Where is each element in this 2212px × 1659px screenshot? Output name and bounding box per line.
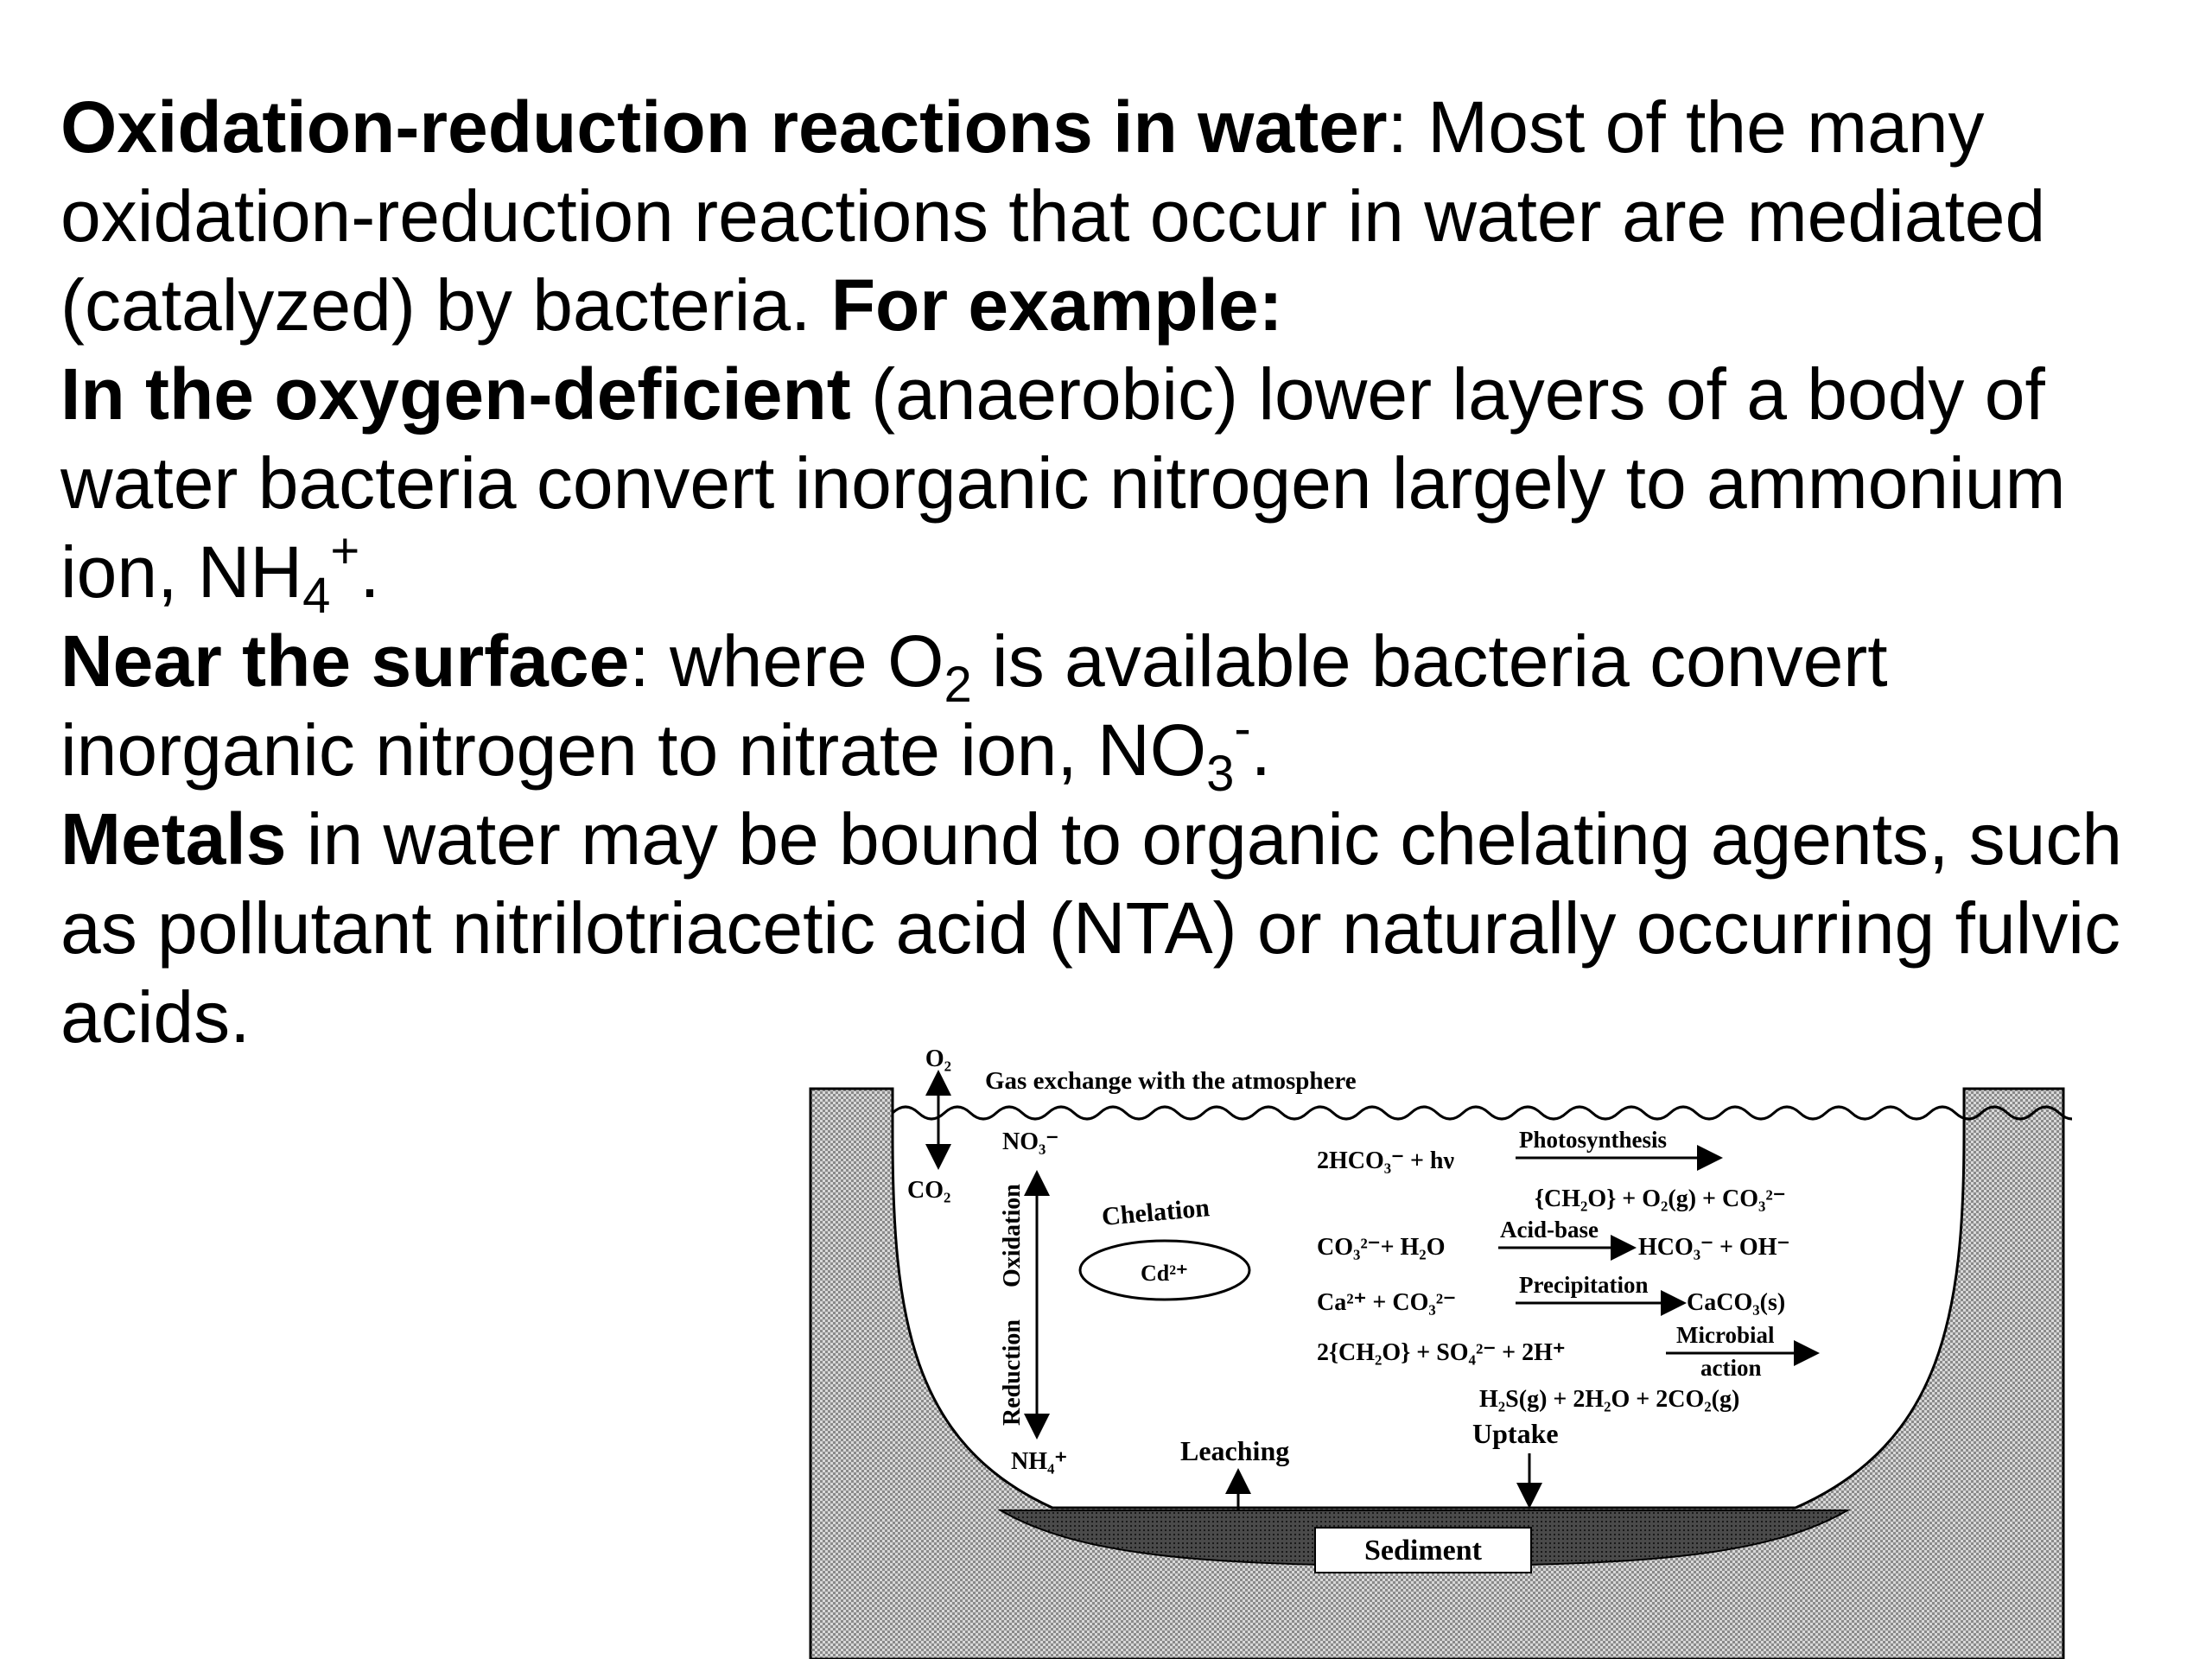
co2-label: CO₂ [907,1177,950,1204]
no3-label: NO₃⁻ [1002,1128,1058,1155]
sediment-label-box [1314,1527,1532,1573]
slide-text: Oxidation-reduction reactions in water: … [60,83,2186,1062]
eq2-label: Acid-base [1500,1217,1599,1243]
water-surface-wave [891,1105,2072,1121]
eq1-left: 2HCO₃⁻ + hν [1317,1147,1454,1174]
eq4-label-2: action [1700,1355,1762,1381]
heading-near-surface: Near the surface [60,620,630,702]
paragraph-redox: Oxidation-reduction reactions in water: … [60,83,2186,350]
chelation-cycle [1078,1239,1251,1301]
paragraph-surface: Near the surface: where O2 is available … [60,617,2186,799]
eq3-right: CaCO₃(s) [1687,1289,1785,1316]
metals-text: in water may be bound to organic chelati… [60,798,2123,1058]
water-body-diagram: Sediment O₂ Gas exchange with the atmosp… [809,1046,2072,1659]
eq3-label: Precipitation [1519,1272,1648,1298]
nitrate-superscript: - [1234,701,1251,757]
oxygen-subscript: 2 [944,657,972,713]
reduction-label: Reduction [999,1319,1026,1426]
eq4-left: 2{CH₂O} + SO₄²⁻ + 2H⁺ [1317,1339,1566,1366]
anaerobic-end: . [359,531,380,613]
eq3-left: Ca²⁺ + CO₃²⁻ [1317,1289,1456,1316]
water-chemistry-figure: Sediment O₂ Gas exchange with the atmosp… [802,1037,2072,1659]
eq4-label-1: Microbial [1676,1322,1775,1348]
anaerobic-text: (anaerobic) lower layers of a body of wa… [60,353,2066,613]
cadmium-label: Cd²⁺ [1141,1261,1188,1286]
heading-oxygen-deficient: In the oxygen-deficient [60,353,851,435]
heading-redox: Oxidation-reduction reactions in water [60,86,1388,168]
o2-label: O₂ [925,1046,951,1072]
for-example-label: For example: [830,264,1283,346]
eq4-right: H₂S(g) + 2H₂O + 2CO₂(g) [1479,1386,1739,1413]
heading-metals: Metals [60,798,287,880]
surface-end: . [1250,709,1272,791]
eq1-right: {CH₂O} + O₂(g) + CO₃²⁻ [1535,1185,1786,1212]
eq2-right: HCO₃⁻ + OH⁻ [1638,1234,1789,1261]
sediment-label: Sediment [1364,1535,1483,1567]
uptake-label: Uptake [1472,1418,1559,1449]
ammonium-superscript: + [330,523,360,579]
chelation-label: Chelation [1101,1193,1211,1231]
paragraph-anaerobic: In the oxygen-deficient (anaerobic) lowe… [60,350,2186,621]
ammonium-subscript: 4 [302,568,331,624]
surface-text-b: is available bacteria convert inorganic … [60,620,1888,791]
gas-exchange-label: Gas exchange with the atmosphere [985,1067,1357,1095]
nh4-label: NH₄⁺ [1011,1448,1067,1475]
oxidation-label: Oxidation [999,1184,1026,1287]
eq1-label: Photosynthesis [1519,1127,1667,1153]
nitrate-subscript: 3 [1206,746,1235,802]
paragraph-metals: Metals in water may be bound to organic … [60,795,2186,1062]
leaching-label: Leaching [1180,1435,1289,1466]
eq2-left: CO₃²⁻+ H₂O [1317,1234,1445,1261]
redox-text: : Most of the many oxidation-reduction r… [60,86,2046,346]
surface-text-a: : where O [629,620,944,702]
